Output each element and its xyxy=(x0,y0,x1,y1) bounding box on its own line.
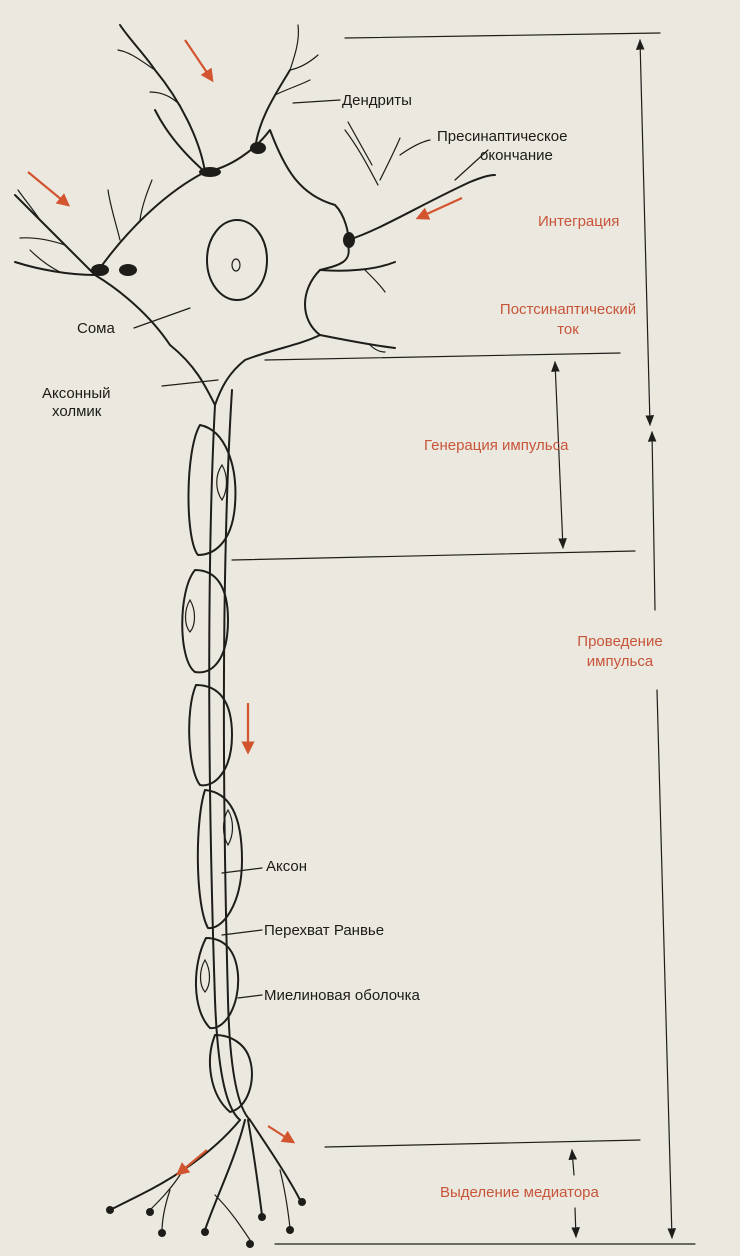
label-dendrites: Дендриты xyxy=(342,92,412,110)
integration-range-arrow-icon xyxy=(640,40,650,425)
stage-postsynaptic-line1: Постсинаптический xyxy=(493,300,643,319)
nucleus-shape xyxy=(207,220,267,300)
stage-mediator-release: Выделение медиатора xyxy=(440,1183,599,1202)
label-axon: Аксон xyxy=(266,858,307,876)
synaptic-terminals xyxy=(91,142,355,276)
terminal-right-top xyxy=(250,142,266,154)
label-ranvier-node: Перехват Ранвье xyxy=(264,922,384,940)
signal-arrow-icon xyxy=(28,172,68,205)
stage-impulse-generation: Генерация импульса xyxy=(424,436,568,455)
label-presynaptic-line1: Пресинаптическое xyxy=(437,128,567,146)
conduction-range-arrow-top-icon xyxy=(652,432,655,610)
signal-arrow-icon xyxy=(418,198,462,218)
stage-conduction-line1: Проведение xyxy=(560,632,680,651)
terminal-top xyxy=(199,167,221,177)
label-hillock-line1: Аксонный xyxy=(42,385,110,403)
leader-lines xyxy=(134,100,488,998)
label-presynaptic-line2: окончание xyxy=(480,147,553,165)
release-range-arrow-bottom-icon xyxy=(575,1208,576,1237)
signal-arrow-icon xyxy=(268,1126,293,1142)
terminal-right xyxy=(343,232,355,248)
generation-range-arrow-icon xyxy=(555,362,563,548)
stage-conduction-line2: импульса xyxy=(560,652,680,671)
myelin-segment-4 xyxy=(198,790,242,928)
axon-shape xyxy=(182,390,252,1120)
stage-postsynaptic-line2: ток xyxy=(493,320,643,339)
label-hillock-line2: холмик xyxy=(52,403,101,421)
dendrite-branches xyxy=(15,25,495,352)
terminal-left-2 xyxy=(119,264,137,276)
label-soma: Сома xyxy=(77,320,115,338)
label-myelin-sheath: Миелиновая оболочка xyxy=(264,987,420,1005)
release-range-arrow-top-icon xyxy=(572,1150,574,1175)
terminal-left-1 xyxy=(91,264,109,276)
myelin-segment-5 xyxy=(196,938,238,1028)
stage-integration: Интеграция xyxy=(538,212,619,231)
conduction-range-arrow-bottom-icon xyxy=(657,690,672,1238)
nucleolus-shape xyxy=(232,259,240,271)
axon-terminals xyxy=(106,1120,306,1248)
signal-arrow-icon xyxy=(185,40,212,80)
myelin-segment-2 xyxy=(182,570,228,672)
signal-arrow-icon xyxy=(178,1150,207,1174)
